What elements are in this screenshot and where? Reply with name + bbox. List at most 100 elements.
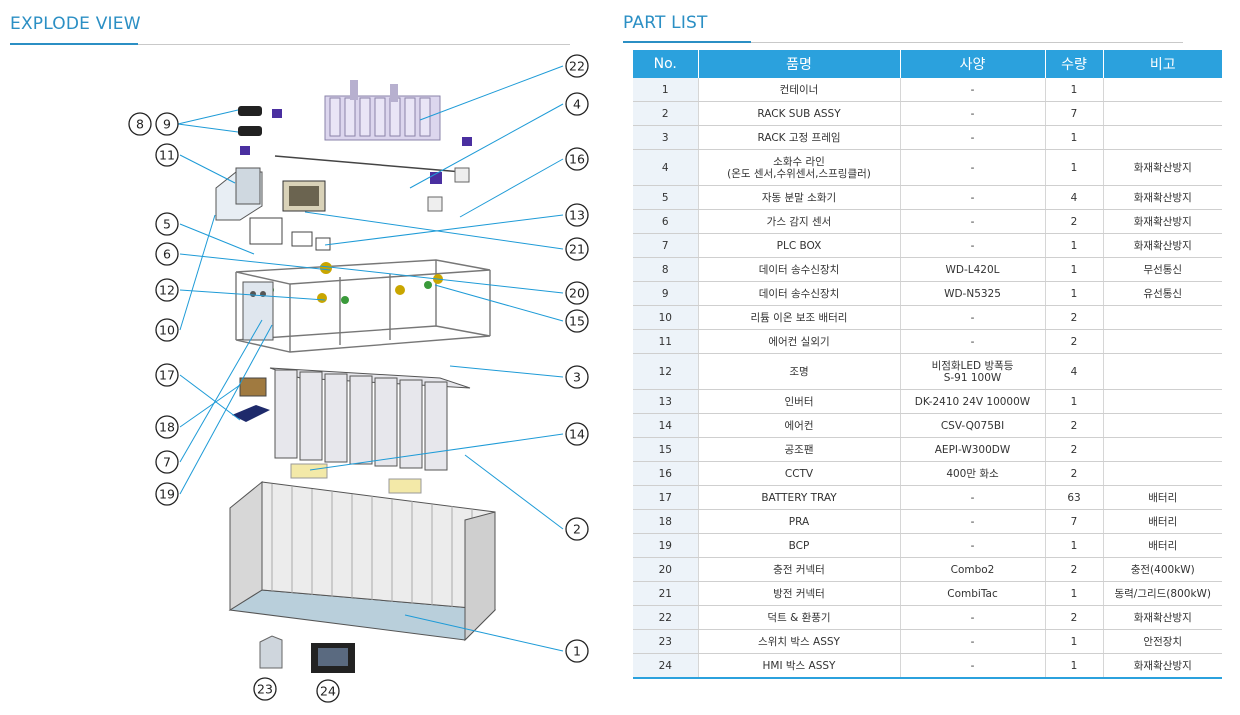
cell-no-text: 13	[658, 395, 672, 408]
cell-qty: 2	[1045, 413, 1104, 438]
cell-note-text: 충전(400kW)	[1130, 563, 1195, 576]
cell-name: HMI 박스 ASSY	[698, 653, 901, 679]
cell-qty: 1	[1045, 389, 1104, 414]
callout-23: 23	[253, 677, 277, 701]
cell-name-text: 공조팬	[784, 443, 814, 456]
cell-no: 14	[633, 413, 699, 438]
cell-qty: 2	[1045, 461, 1104, 486]
cell-no: 12	[633, 353, 699, 390]
cell-qty: 1	[1045, 257, 1104, 282]
callout-12: 12	[155, 278, 179, 302]
cell-no: 17	[633, 485, 699, 510]
svg-text:24: 24	[320, 684, 336, 699]
cell-no-text: 2	[661, 107, 669, 120]
callout-20: 20	[565, 281, 589, 305]
cell-name: 스위치 박스 ASSY	[698, 629, 901, 654]
cell-no: 24	[633, 653, 699, 679]
cell-name: 소화수 라인(온도 센서,수위센서,스프링클러)	[698, 149, 901, 186]
svg-text:13: 13	[569, 208, 585, 223]
cell-note-text: 유선통신	[1143, 287, 1183, 300]
cell-qty: 7	[1045, 509, 1104, 534]
cell-note	[1103, 461, 1222, 486]
cell-qty-text: 7	[1070, 107, 1078, 120]
cell-spec-text: CombiTac	[947, 587, 998, 600]
cell-qty-text: 1	[1070, 395, 1078, 408]
cell-spec: -	[900, 125, 1046, 150]
cell-qty-text: 4	[1070, 365, 1078, 378]
cell-qty: 4	[1045, 353, 1104, 390]
callout-22: 22	[565, 54, 589, 78]
callout-18: 18	[155, 415, 179, 439]
cell-qty-text: 2	[1070, 419, 1078, 432]
cell-no: 10	[633, 305, 699, 330]
cell-spec: 400만 화소	[900, 461, 1046, 486]
cell-no: 3	[633, 125, 699, 150]
svg-text:9: 9	[163, 117, 171, 132]
cell-name-text: 소화수 라인	[773, 155, 825, 168]
cell-qty-text: 4	[1070, 191, 1078, 204]
cell-spec: -	[900, 78, 1046, 102]
header-spec: 사양	[900, 50, 1046, 78]
callout-11: 11	[155, 143, 179, 167]
svg-text:19: 19	[159, 487, 175, 502]
cell-no-text: 8	[661, 263, 669, 276]
cell-qty: 4	[1045, 185, 1104, 210]
cell-name: RACK SUB ASSY	[698, 101, 901, 126]
cell-qty-text: 2	[1070, 443, 1078, 456]
part-list-title: PART LIST	[623, 13, 708, 33]
callout-1: 1	[565, 639, 589, 663]
cell-name: 덕트 & 환풍기	[698, 605, 901, 630]
svg-text:22: 22	[569, 59, 585, 74]
cell-no: 13	[633, 389, 699, 414]
svg-text:17: 17	[159, 368, 175, 383]
header-name: 품명	[698, 50, 901, 78]
cell-note: 화재확산방지	[1103, 209, 1222, 234]
header-qty: 수량	[1045, 50, 1104, 78]
cell-name-text: BCP	[788, 539, 810, 552]
cell-name: BATTERY TRAY	[698, 485, 901, 510]
cell-no-text: 22	[658, 611, 672, 624]
cell-name-text: RACK SUB ASSY	[757, 107, 841, 120]
cell-note-text: 배터리	[1148, 539, 1178, 552]
cell-qty: 2	[1045, 605, 1104, 630]
cell-name-text: HMI 박스 ASSY	[762, 659, 836, 672]
cell-spec-text: -	[970, 107, 975, 120]
cell-name: BCP	[698, 533, 901, 558]
cell-spec: -	[900, 101, 1046, 126]
cell-note: 유선통신	[1103, 281, 1222, 306]
cell-qty-text: 2	[1070, 611, 1078, 624]
table-row: 15 공조팬 AEPI-W300DW 2	[633, 437, 1222, 462]
svg-text:3: 3	[573, 370, 581, 385]
svg-text:5: 5	[163, 217, 171, 232]
cell-qty-text: 2	[1070, 215, 1078, 228]
cell-note: 무선통신	[1103, 257, 1222, 282]
cell-spec-text: WD-L420L	[945, 263, 1000, 276]
callout-8: 8	[128, 112, 152, 136]
cell-spec: -	[900, 509, 1046, 534]
cell-spec: -	[900, 653, 1046, 679]
cell-no-text: 11	[658, 335, 672, 348]
cell-no: 22	[633, 605, 699, 630]
cell-qty: 2	[1045, 305, 1104, 330]
cell-name: RACK 고정 프레임	[698, 125, 901, 150]
cell-name-text: 충전 커넥터	[773, 563, 825, 576]
svg-text:14: 14	[569, 427, 585, 442]
cell-name: 충전 커넥터	[698, 557, 901, 582]
fire-water-line	[274, 155, 470, 212]
cell-no-text: 15	[658, 443, 672, 456]
cell-spec-text: 400만 화소	[946, 467, 999, 480]
cell-note	[1103, 125, 1222, 150]
cell-qty: 1	[1045, 533, 1104, 558]
cell-note-text: 동력/그리드(800kW)	[1114, 587, 1212, 600]
callout-6: 6	[155, 242, 179, 266]
switch-box	[259, 635, 283, 669]
cell-spec: AEPI-W300DW	[900, 437, 1046, 462]
cell-name-text: 방전 커넥터	[773, 587, 825, 600]
callout-7: 7	[155, 450, 179, 474]
